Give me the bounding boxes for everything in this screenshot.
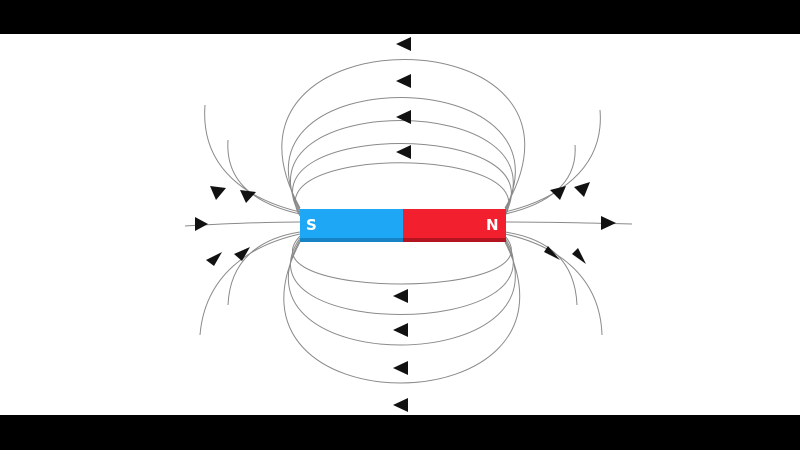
arrow-icon bbox=[601, 216, 616, 230]
magnet-south-pole bbox=[300, 209, 403, 238]
arrow-icon bbox=[393, 398, 408, 412]
arrow-icon bbox=[396, 74, 411, 88]
arrow-icon bbox=[396, 110, 411, 124]
magnet-north-shadow bbox=[403, 236, 506, 242]
field-line-top-outer bbox=[281, 59, 526, 209]
field-arrows bbox=[195, 37, 616, 412]
arrow-icon bbox=[234, 247, 250, 261]
field-line-top-3 bbox=[291, 143, 512, 215]
field-line-bottom-4 bbox=[283, 241, 521, 384]
field-line-bottom-2 bbox=[290, 237, 514, 315]
bar-magnet: S N bbox=[300, 209, 506, 242]
field-line-left-lower-2 bbox=[227, 231, 301, 306]
field-line-right-lower-1 bbox=[504, 233, 603, 336]
arrow-icon bbox=[393, 323, 408, 337]
arrow-icon bbox=[195, 217, 208, 231]
arrow-icon bbox=[550, 186, 566, 200]
letterbox-top bbox=[0, 0, 800, 34]
field-line-right-lower-2 bbox=[504, 231, 578, 306]
arrow-icon bbox=[206, 252, 222, 266]
field-line-bottom-3 bbox=[287, 239, 516, 346]
magnet-north-pole bbox=[403, 209, 506, 238]
letterbox-bottom bbox=[0, 415, 800, 450]
field-line-right-upper-2 bbox=[504, 144, 576, 215]
arrow-icon bbox=[240, 190, 256, 203]
field-line-bottom-1 bbox=[291, 235, 512, 285]
arrow-icon bbox=[210, 186, 226, 200]
field-line-right-mid bbox=[504, 221, 633, 225]
arrow-icon bbox=[572, 248, 586, 264]
field-line-left-lower-1 bbox=[199, 233, 301, 336]
arrow-icon bbox=[393, 289, 408, 303]
magnet-south-shadow bbox=[300, 236, 403, 242]
arrow-icon bbox=[396, 145, 411, 159]
field-line-top-2 bbox=[290, 120, 514, 213]
field-line-top-1 bbox=[287, 97, 516, 211]
south-pole-label: S bbox=[306, 216, 317, 234]
field-line-left-upper-2 bbox=[227, 139, 301, 215]
arrow-icon bbox=[544, 246, 560, 260]
field-line-top-4 bbox=[295, 162, 509, 217]
arrow-icon bbox=[574, 182, 590, 197]
field-line-right-upper-1 bbox=[504, 109, 601, 213]
field-line-left-upper-1 bbox=[204, 104, 301, 213]
arrow-icon bbox=[396, 37, 411, 51]
north-pole-label: N bbox=[486, 216, 499, 234]
arrow-icon bbox=[393, 361, 408, 375]
